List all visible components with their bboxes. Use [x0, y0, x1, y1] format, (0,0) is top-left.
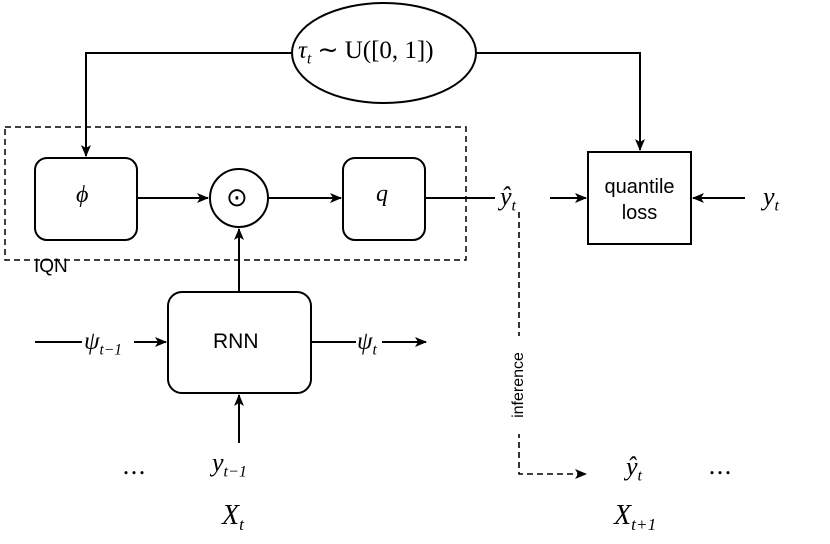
yhat-next-label: ŷt [626, 452, 643, 485]
yhat-label: ŷt [500, 182, 517, 215]
edge-tau-to-phi [81, 52, 292, 157]
x-next-input-label: Xt+1 [614, 500, 657, 535]
inference-label-bg [510, 336, 528, 434]
y-prev-label: yt−1 [212, 448, 247, 481]
iqn-group-label: IQN [34, 256, 68, 277]
ellipsis-right: … [708, 452, 732, 480]
hadamard-symbol: ⊙ [226, 183, 248, 213]
tau-distribution-label: τt ∼ U([0, 1]) [298, 37, 434, 68]
quantile-loss-node [587, 151, 692, 245]
psi-label: ψt [357, 328, 377, 359]
inference-label: inference [510, 352, 527, 418]
psi-prev-label: ψt−1 [84, 328, 123, 359]
phi-label: ϕ [76, 182, 89, 208]
rnn-label: RNN [213, 330, 259, 353]
q-label: q [376, 181, 388, 207]
y-target-label: yt [763, 182, 780, 215]
x-input-label: Xt [222, 500, 244, 535]
iqn-group-box [4, 126, 467, 261]
edge-tau-to-loss [476, 52, 645, 151]
ellipsis-left: … [122, 452, 146, 480]
edge-inference [518, 212, 587, 479]
